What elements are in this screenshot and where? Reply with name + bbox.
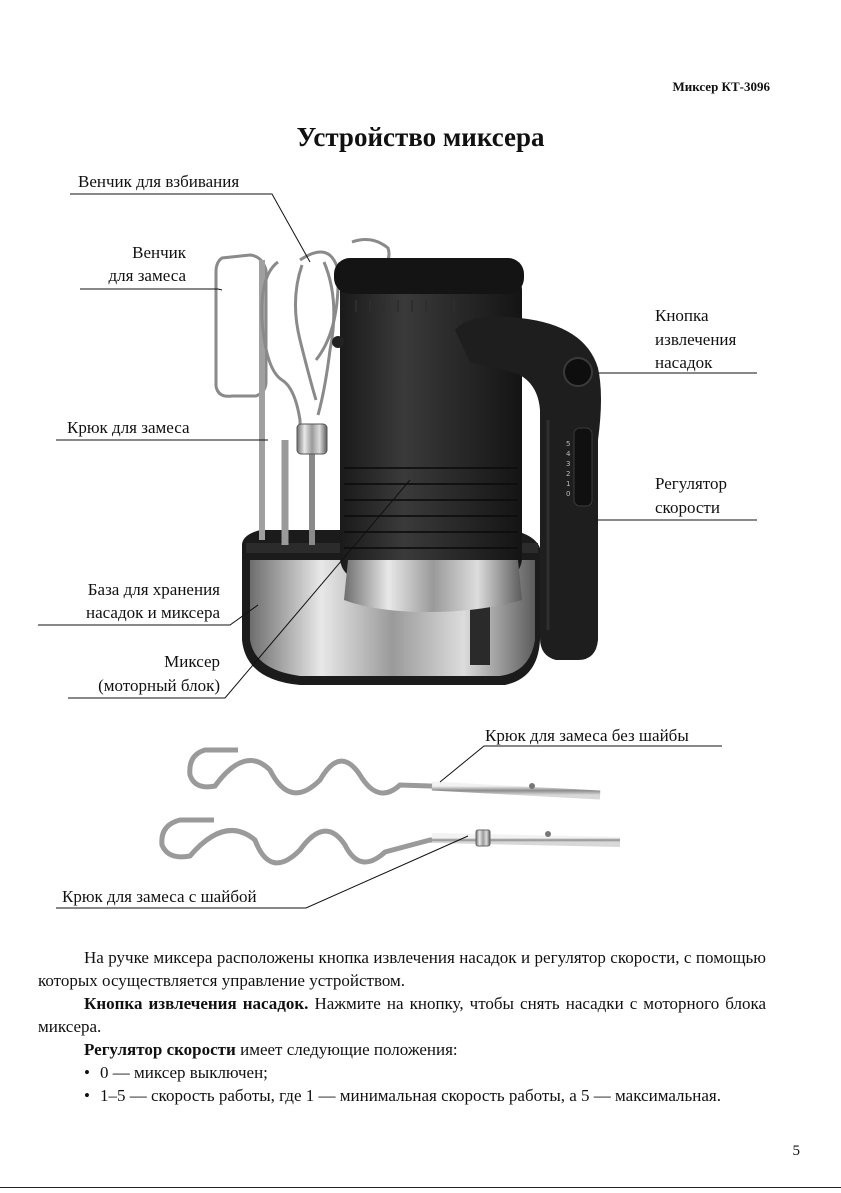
- speed-mark-3: 3: [566, 460, 570, 468]
- mixer-illustration: 5 4 3 2 1 0: [38, 193, 757, 909]
- mixer-handle: [455, 316, 601, 660]
- label-eject-3: насадок: [655, 353, 713, 372]
- speed-switch-part: 5 4 3 2 1 0: [566, 427, 593, 507]
- speed-mark-1: 1: [566, 480, 570, 488]
- page-title: Устройство миксера: [296, 122, 545, 152]
- leader-lines: [38, 193, 757, 699]
- eject-button-part: [563, 357, 593, 387]
- bullet-mark: •: [84, 1063, 90, 1082]
- label-hook-no-washer: Крюк для замеса без шайбы: [485, 726, 689, 745]
- label-motor-1: Миксер: [164, 652, 220, 671]
- speed-mark-5: 5: [566, 440, 570, 448]
- paragraph-intro: На ручке миксера расположены кнопка извл…: [38, 948, 766, 990]
- label-speed-1: Регулятор: [655, 474, 728, 493]
- body-text: На ручке миксера расположены кнопка извл…: [38, 946, 766, 1107]
- speed-mark-2: 2: [566, 470, 570, 478]
- label-knead-whisk-2: для замеса: [108, 266, 187, 285]
- bullet-off: 0 — миксер выключен;: [100, 1063, 268, 1082]
- list-item: • 0 — миксер выключен;: [38, 1061, 766, 1084]
- label-base-2: насадок и миксера: [86, 603, 220, 622]
- bullet-mark: •: [84, 1086, 90, 1105]
- label-eject-2: извлечения: [655, 330, 737, 349]
- label-motor-2: (моторный блок): [98, 676, 220, 695]
- page-number: 5: [792, 1143, 801, 1159]
- label-hook: Крюк для замеса: [67, 418, 190, 437]
- paragraph-eject: Кнопка извлечения насадок. Нажмите на кн…: [38, 992, 766, 1038]
- hook-leader-lines: [56, 745, 722, 909]
- bullet-speeds: 1–5 — скорость работы, где 1 — минимальн…: [100, 1086, 721, 1105]
- label-eject-1: Кнопка: [655, 306, 709, 325]
- footer-divider: [0, 1187, 841, 1188]
- label-knead-whisk-1: Венчик: [132, 243, 186, 262]
- paragraph-speed: Регулятор скорости имеет следующие полож…: [38, 1038, 766, 1061]
- speed-text: имеет следующие положения:: [235, 1040, 458, 1059]
- label-hook-washer: Крюк для замеса с шайбой: [62, 887, 257, 906]
- motor-block: [332, 258, 524, 612]
- label-speed-2: скорости: [655, 498, 720, 517]
- eject-text: Нажмите на кнопку, чтобы снять насадки с…: [38, 994, 766, 1036]
- hook-with-washer: [159, 817, 621, 866]
- hook-washer-part: [296, 423, 328, 455]
- header-model: Миксер КТ-3096: [672, 79, 770, 94]
- speed-heading: Регулятор скорости: [84, 1040, 236, 1059]
- hook-without-washer: [187, 747, 601, 800]
- speed-mark-4: 4: [566, 450, 571, 458]
- speed-mark-0: 0: [566, 490, 570, 498]
- list-item: • 1–5 — скорость работы, где 1 — минималь…: [38, 1084, 766, 1107]
- label-whisk: Венчик для взбивания: [78, 172, 240, 191]
- label-base-1: База для хранения: [87, 580, 220, 599]
- attachments: [214, 238, 391, 545]
- eject-heading: Кнопка извлечения насадок.: [84, 994, 309, 1013]
